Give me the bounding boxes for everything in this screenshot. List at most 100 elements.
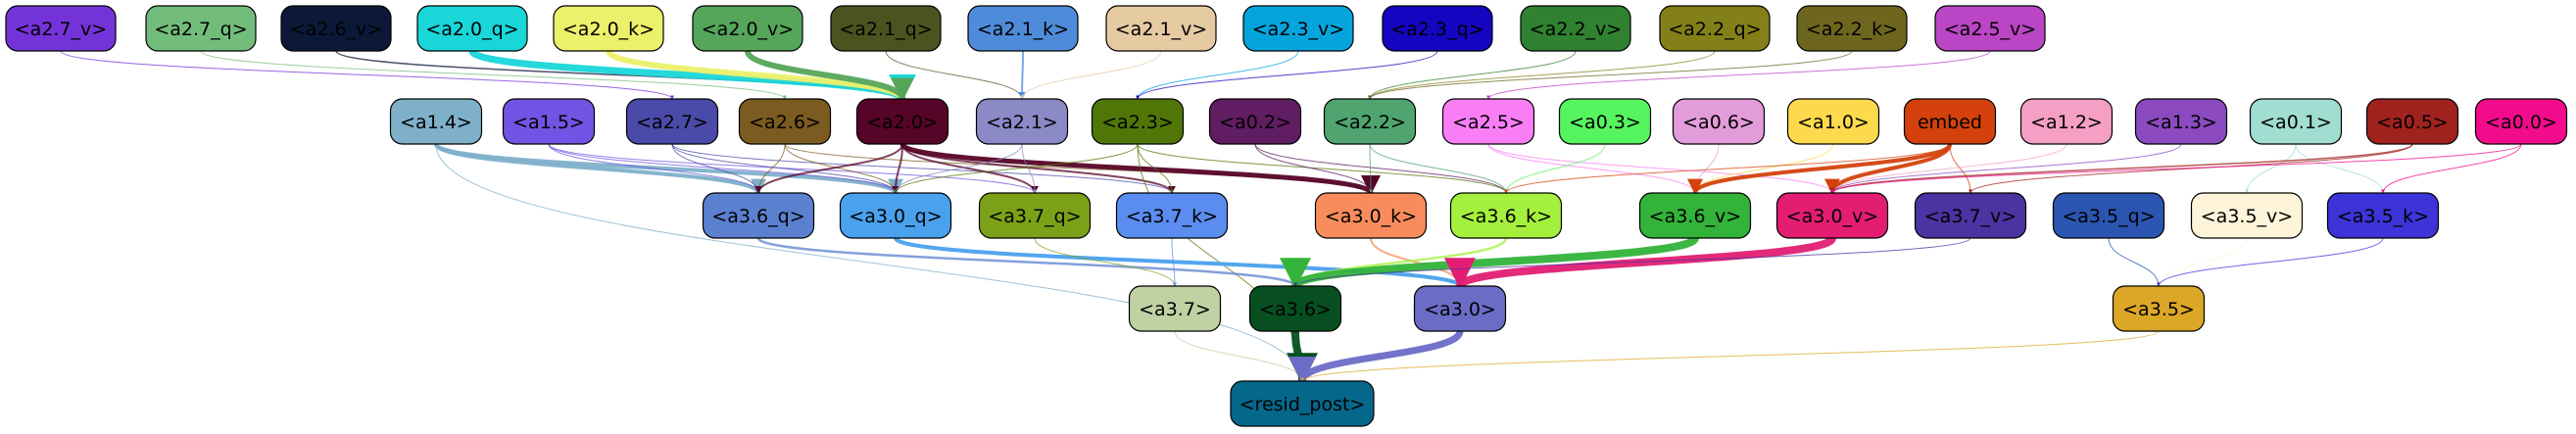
node-label: <a2.3_q> [1390,19,1483,40]
node-label: <a2.6_v> [290,19,382,40]
node-a2-3-v[interactable]: <a2.3_v> [1242,5,1354,52]
edge-a2-0-to-a3-0-q [892,143,903,194]
edge-a3-0-to-resid-post [1288,329,1464,384]
node-label: <a3.5_q> [2062,206,2155,227]
node-label: <resid_post> [1239,394,1366,415]
node-a2-6-v[interactable]: <a2.6_v> [280,5,392,52]
node-label: <a2.7> [636,112,708,133]
node-a2-5[interactable]: <a2.5> [1441,98,1535,145]
edge-a2-1-to-a3-7-q [1021,143,1037,194]
edge-a2-0-to-a3-7-k [901,143,1176,194]
edge-embed-to-a3-0-v [1824,143,1952,195]
node-a2-3-q[interactable]: <a2.3_q> [1382,5,1493,52]
node-a3-5[interactable]: <a3.5> [2112,285,2206,332]
node-box [1638,192,1752,239]
node-resid-post[interactable]: <resid_post> [1230,380,1375,427]
edge-a3-6-q-to-a3-6 [756,236,1300,288]
node-label: embed [1918,112,1982,133]
node-box [2326,192,2440,239]
edge-a1-5-to-a3-7-q [548,143,1037,194]
node-a1-3[interactable]: <a1.3> [2134,98,2228,145]
node-label: <a1.4> [400,112,472,133]
edge-a2-3-q-to-a2-3 [1136,50,1438,100]
node-box [1558,98,1652,145]
node-a3-7-q[interactable]: <a3.7_q> [978,192,1092,239]
node-a3-5-q[interactable]: <a3.5_q> [2052,192,2165,239]
node-a3-7[interactable]: <a3.7> [1128,285,1222,332]
node-box [1914,192,2027,239]
edge-a0-0-to-a3-0-v [1830,143,2522,194]
node-a2-1[interactable]: <a2.1> [975,98,1069,145]
node-a3-0-v[interactable]: <a3.0_v> [1775,192,1889,239]
node-a2-0-k[interactable]: <a2.0_k> [553,5,664,52]
edges-layer [60,47,2522,385]
node-a3-6-v[interactable]: <a3.6_v> [1638,192,1752,239]
edge-a1-2-to-a3-0-v [1830,143,2067,194]
node-a3-5-v[interactable]: <a3.5_v> [2190,192,2304,239]
node-a2-2-q[interactable]: <a2.2_q> [1659,5,1771,52]
node-a0-0[interactable]: <a0.0> [2474,98,2568,145]
edge-a1-5-to-a3-0-q [548,143,898,194]
node-label: <a1.5> [512,112,585,133]
node-a2-1-k[interactable]: <a2.1_k> [967,5,1079,52]
node-a2-0[interactable]: <a2.0> [855,98,949,145]
node-a2-2-k[interactable]: <a2.2_k> [1796,5,1908,52]
node-box [1449,192,1563,239]
node-label: <a3.6_v> [1649,206,1741,227]
node-a0-5[interactable]: <a0.5> [2365,98,2459,145]
node-box [855,98,949,145]
node-a2-7-v[interactable]: <a2.7_v> [5,5,117,52]
node-a2-5-v[interactable]: <a2.5_v> [1934,5,2046,52]
node-box [553,5,664,52]
node-a1-0[interactable]: <a1.0> [1786,98,1880,145]
node-box [839,192,952,239]
node-a0-1[interactable]: <a0.1> [2249,98,2343,145]
edge-a1-4-to-resid-post [435,143,1304,382]
node-a0-2[interactable]: <a0.2> [1208,98,1302,145]
node-a2-0-q[interactable]: <a2.0_q> [416,5,528,52]
node-box [389,98,483,145]
node-a3-6-k[interactable]: <a3.6_k> [1449,192,1563,239]
node-label: <a2.2> [1334,112,1406,133]
node-label: <a2.0_k> [562,19,655,40]
node-a2-1-v[interactable]: <a2.1_v> [1105,5,1217,52]
node-a2-1-q[interactable]: <a2.1_q> [830,5,942,52]
node-box [280,5,392,52]
node-a2-7-q[interactable]: <a2.7_q> [145,5,257,52]
node-embed[interactable]: embed [1903,98,1997,145]
node-a2-2[interactable]: <a2.2> [1323,98,1417,145]
edge-a0-5-to-a3-0-v [1829,143,2413,194]
node-a3-7-v[interactable]: <a3.7_v> [1914,192,2027,239]
node-a3-5-k[interactable]: <a3.5_k> [2326,192,2440,239]
node-a2-2-v[interactable]: <a2.2_v> [1520,5,1631,52]
node-label: <a3.7_v> [1924,206,2017,227]
node-a2-0-v[interactable]: <a2.0_v> [692,5,803,52]
node-a1-2[interactable]: <a1.2> [2019,98,2114,145]
node-label: <a3.6_k> [1460,206,1552,227]
edge-a3-5-v-to-a3-5 [2157,237,2248,287]
node-a3-6[interactable]: <a3.6> [1248,285,1342,332]
edge-a0-2-to-a3-0-k [1254,143,1373,194]
node-a2-6[interactable]: <a2.6> [738,98,832,145]
node-a2-3[interactable]: <a2.3> [1091,98,1185,145]
node-a3-6-q[interactable]: <a3.6_q> [702,192,815,239]
node-label: <a3.0_k> [1325,206,1417,227]
node-box [2249,98,2343,145]
edge-a3-7-k-to-a3-7 [1171,237,1177,287]
node-a2-7[interactable]: <a2.7> [625,98,719,145]
edge-a2-2-k-to-a2-2 [1368,50,1853,100]
node-a3-7-k[interactable]: <a3.7_k> [1115,192,1229,239]
edge-a0-1-to-a3-5-v [2245,143,2297,194]
node-a3-0[interactable]: <a3.0> [1413,285,1507,332]
edge-a3-7-q-to-a3-7 [1034,237,1177,287]
node-a1-4[interactable]: <a1.4> [389,98,483,145]
node-a1-5[interactable]: <a1.5> [502,98,596,145]
node-a0-6[interactable]: <a0.6> [1672,98,1766,145]
node-a0-3[interactable]: <a0.3> [1558,98,1652,145]
node-label: <a1.0> [1797,112,1870,133]
node-box [145,5,257,52]
node-a3-0-k[interactable]: <a3.0_k> [1314,192,1428,239]
node-label: <a2.7_q> [154,19,247,40]
node-label: <a0.3> [1569,112,1641,133]
node-a3-0-q[interactable]: <a3.0_q> [839,192,952,239]
